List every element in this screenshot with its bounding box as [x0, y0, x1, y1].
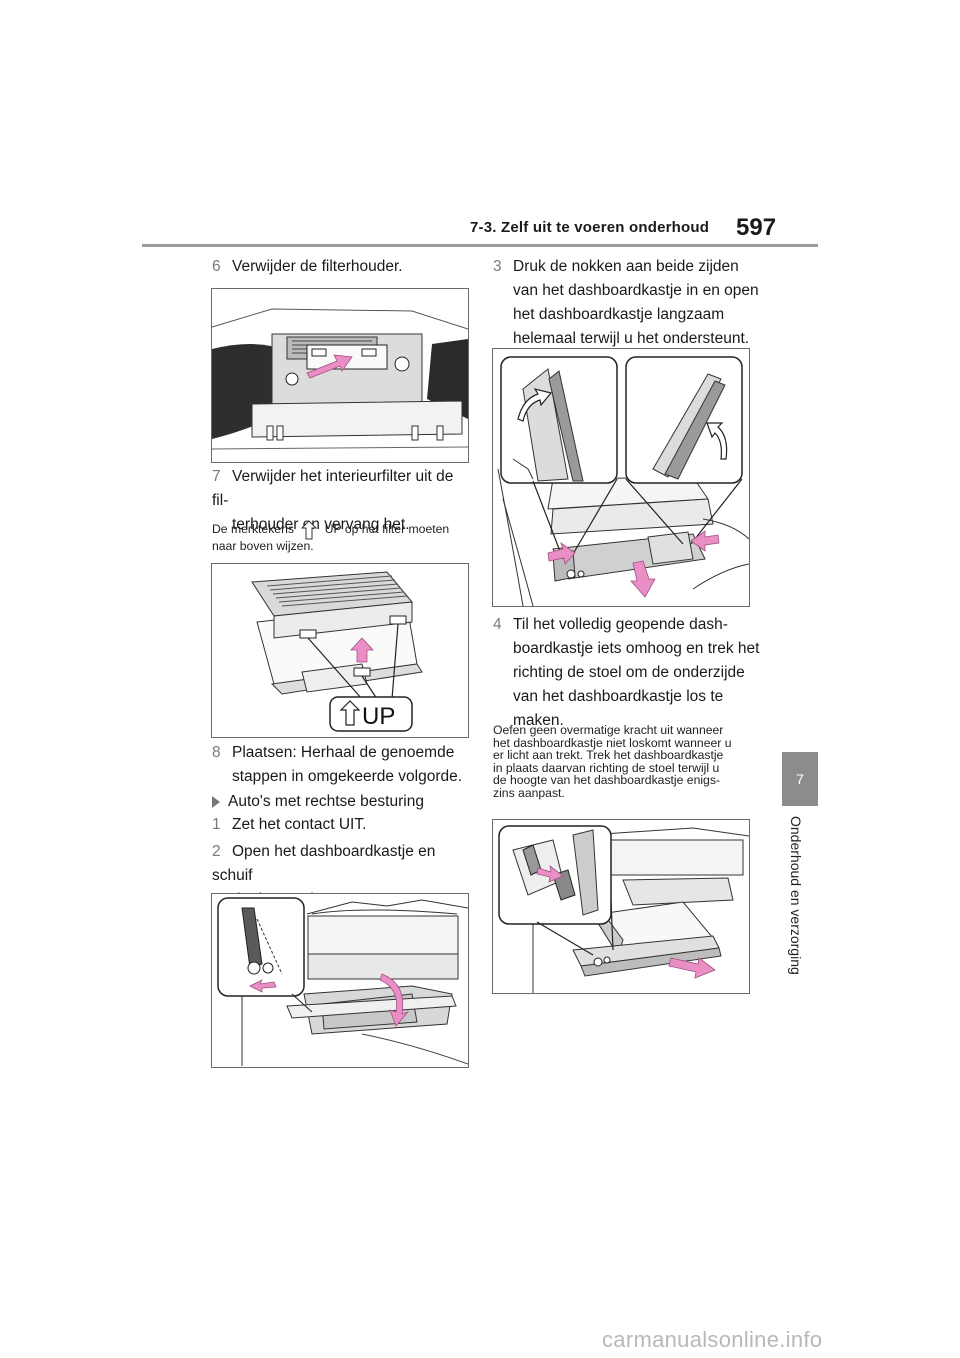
- figure-filter-holder: [211, 288, 469, 463]
- chapter-tab[interactable]: 7: [782, 752, 818, 806]
- step-number: 8: [212, 744, 221, 761]
- up-arrow-icon: [301, 520, 318, 540]
- step-text-cont: van het dashboardkastje in en open: [513, 282, 759, 299]
- note-text: De merktekens: [212, 522, 294, 537]
- rhd-heading-text: Auto's met rechtse besturing: [228, 793, 424, 810]
- step-text-cont: maken.: [513, 712, 564, 729]
- step-number: 7: [212, 468, 221, 485]
- step-6: 6 Verwijder de filterhouder.: [212, 255, 472, 279]
- step-text: Zet het contact UIT.: [232, 816, 367, 833]
- note-line: het dashboardkastje niet loskomt wanneer…: [493, 735, 732, 750]
- figure-filter-up: UP: [211, 563, 469, 738]
- step-text-cont: helemaal terwijl u het ondersteunt.: [513, 330, 750, 347]
- step-4: 4 Til het volledig geopende dash- boardka…: [493, 613, 763, 733]
- step-text-cont: richting de stoel om de onderzijde: [513, 664, 745, 681]
- fig-up-label: UP: [362, 703, 395, 730]
- step-3: 3 Druk de nokken aan beide zijden van het…: [493, 255, 763, 351]
- figure-remove-glovebox: [492, 819, 750, 994]
- watermark-text: carmanualsonline.info: [602, 1327, 823, 1352]
- step-text: Plaatsen: Herhaal de genoemde: [232, 744, 455, 761]
- filter-up-illustration: UP: [212, 564, 468, 737]
- note-line: zins aanpast.: [493, 785, 565, 800]
- note-text: UP op het filter moeten: [324, 522, 450, 537]
- note-line: er licht aan trekt. Trek het dashboardka…: [493, 748, 724, 762]
- step-number: 4: [493, 616, 502, 633]
- step-text-cont: van het dashboardkastje los te: [513, 688, 724, 705]
- rhd-heading: Auto's met rechtse besturing: [212, 790, 472, 814]
- remove-glovebox-illustration: [493, 820, 749, 993]
- step-text-cont: boardkastje iets omhoog en trek het: [513, 640, 760, 657]
- triangle-bullet-icon: [212, 795, 220, 808]
- note-line: in plaats daarvan richting de stoel terw…: [493, 760, 720, 775]
- step-number: 6: [212, 258, 221, 275]
- step-text: Open het dashboardkastje en schuif: [212, 843, 436, 884]
- chapter-number: 7: [796, 771, 804, 787]
- step-text: Til het volledig geopende dash-: [513, 616, 728, 633]
- section-title: 7-3. Zelf uit te voeren onderhoud: [470, 219, 710, 236]
- step-text: Verwijder de filterhouder.: [232, 258, 403, 275]
- filter-holder-illustration: [212, 289, 468, 462]
- step-text-cont: stappen in omgekeerde volgorde.: [232, 768, 463, 785]
- step-number: 2: [212, 843, 221, 860]
- press-tabs-illustration: [493, 349, 749, 606]
- note-text: naar boven wijzen.: [212, 539, 314, 553]
- note-line: de hoogte van het dashboardkastje enigs-: [493, 773, 720, 787]
- step-number: 3: [493, 258, 502, 275]
- note-force: Oefen geen overmatige kracht uit wanneer…: [493, 724, 763, 799]
- figure-press-tabs: [492, 348, 750, 607]
- figure-damper: [211, 893, 469, 1068]
- chapter-title: Onderhoud en verzorging: [788, 816, 804, 975]
- step-text: Druk de nokken aan beide zijden: [513, 258, 739, 275]
- note-up-marks: De merktekens UP op het filter moeten na…: [212, 520, 472, 553]
- step-text-cont: terhouder en vervang het.: [232, 516, 410, 533]
- step-number: 1: [212, 816, 221, 833]
- step-8: 8 Plaatsen: Herhaal de genoemde stappen i…: [212, 741, 472, 789]
- header-rule: [142, 244, 818, 247]
- page-number: 597: [736, 214, 777, 241]
- step-text: Verwijder het interieurfilter uit de fil…: [212, 468, 454, 509]
- note-line: Oefen geen overmatige kracht uit wanneer: [493, 723, 724, 737]
- step-text-cont: het dashboardkastje langzaam: [513, 306, 725, 323]
- step-1: 1 Zet het contact UIT.: [212, 813, 472, 837]
- damper-illustration: [212, 894, 468, 1067]
